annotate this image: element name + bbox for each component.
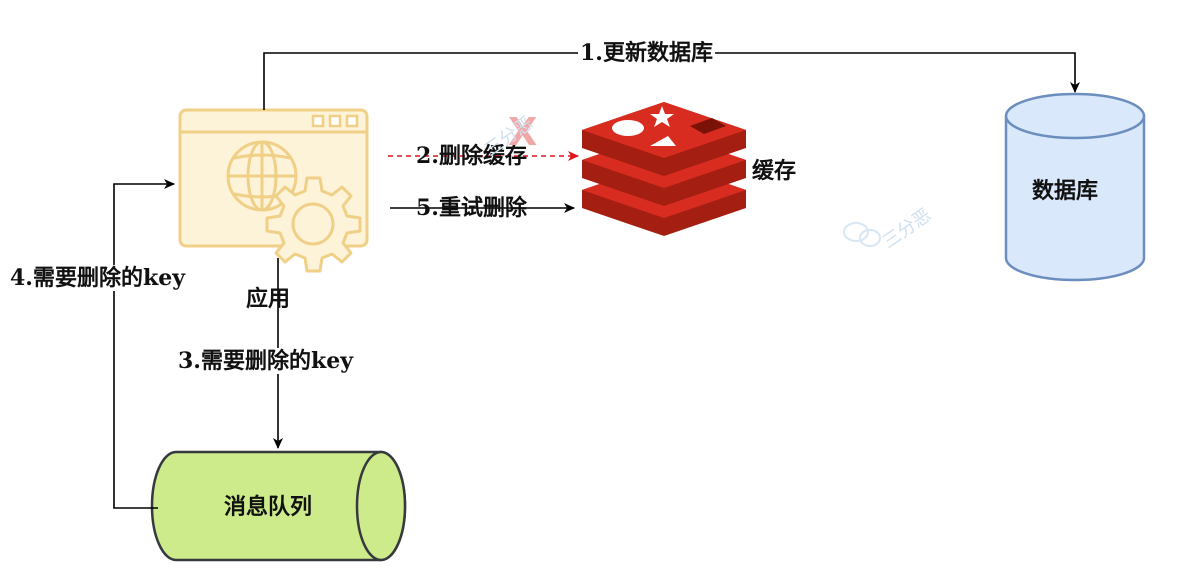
edge-label-receive-key: 4.需要删除的key	[8, 265, 187, 291]
message-queue-node	[150, 450, 407, 562]
edge-label-send-key: 3.需要删除的key	[176, 348, 355, 374]
edge-receive-key	[113, 179, 175, 509]
cache-label: 缓存	[752, 158, 797, 184]
app-node	[178, 108, 369, 273]
database-node	[1004, 92, 1146, 282]
watermark-chat-icon	[843, 222, 881, 247]
failure-x-mark: X	[508, 110, 538, 154]
globe-icon	[226, 140, 298, 212]
redis-icon	[582, 102, 746, 236]
message-queue-label: 消息队列	[224, 494, 313, 520]
app-label: 应用	[246, 286, 291, 312]
edge-label-delete-cache: 2.删除缓存	[416, 143, 527, 169]
edge-label-retry-delete: 5.重试删除	[416, 195, 527, 221]
database-label: 数据库	[1032, 178, 1099, 204]
edge-label-update-db: 1.更新数据库	[578, 40, 715, 66]
gear-icon	[265, 176, 362, 273]
